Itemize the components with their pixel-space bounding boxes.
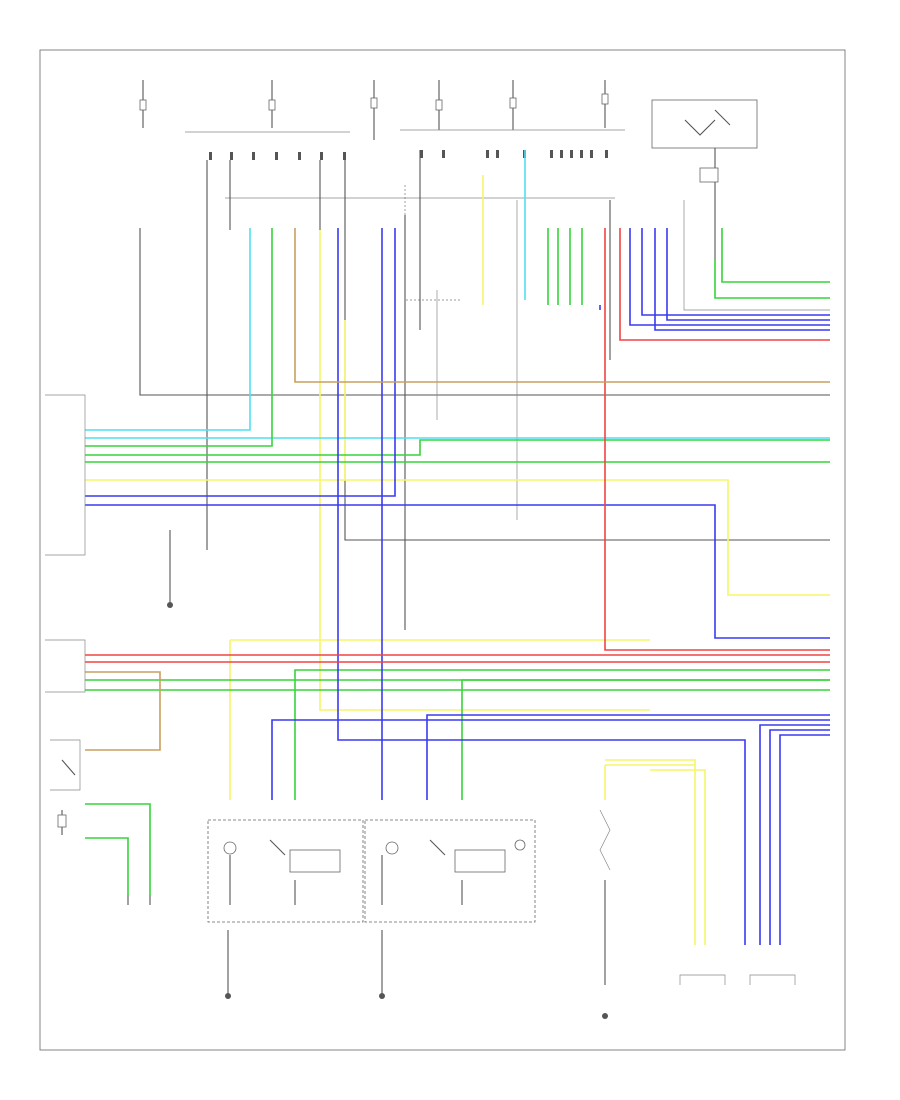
fuse-5-icon bbox=[509, 80, 517, 130]
right-component bbox=[599, 809, 611, 985]
ground-mid-icon bbox=[379, 993, 385, 999]
fuse-4-icon bbox=[435, 80, 443, 130]
right-module bbox=[364, 819, 536, 923]
fuse-1-icon bbox=[139, 80, 147, 128]
top-right-switch bbox=[651, 99, 758, 260]
left-module bbox=[207, 819, 364, 923]
blue-wires bbox=[85, 228, 830, 945]
fuse-3-icon bbox=[370, 80, 378, 140]
right-connectors bbox=[679, 974, 796, 985]
diagram-frame bbox=[39, 49, 846, 1051]
fuse-6-icon bbox=[601, 80, 609, 128]
left-switch bbox=[50, 739, 81, 791]
green-wires bbox=[85, 228, 830, 895]
black-wires-vertical bbox=[139, 150, 830, 630]
fuse-2-icon bbox=[268, 80, 276, 128]
tan-wires bbox=[85, 228, 830, 751]
connector-pins-top bbox=[209, 150, 608, 160]
yellow-wires bbox=[85, 175, 830, 945]
red-wires bbox=[85, 228, 830, 663]
bottom-left-sensor bbox=[57, 810, 67, 835]
left-harness bbox=[45, 394, 173, 693]
ground-right-icon bbox=[602, 1013, 608, 1019]
ground-left-icon bbox=[225, 993, 231, 999]
cyan-wires bbox=[85, 150, 830, 439]
fuse-row bbox=[139, 80, 609, 140]
ground-symbols bbox=[225, 930, 608, 1019]
bottom-lamp-connector bbox=[127, 895, 151, 905]
